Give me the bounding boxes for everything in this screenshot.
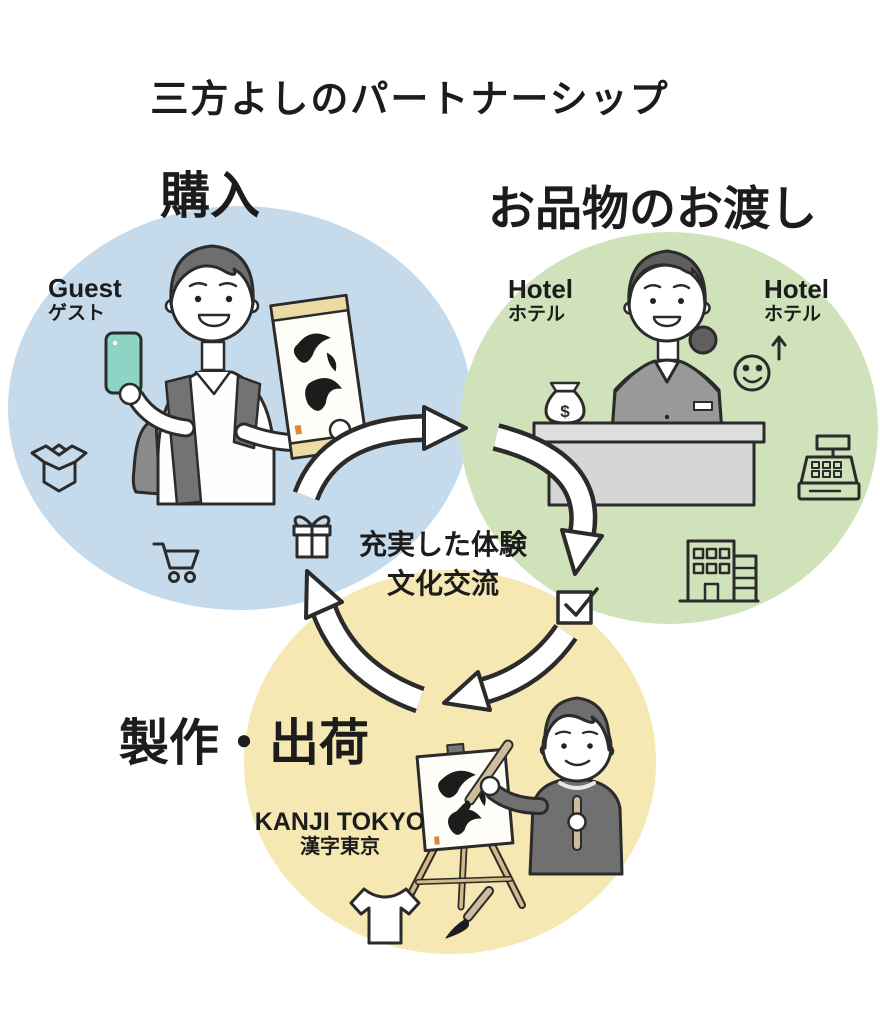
smartphone <box>104 331 143 395</box>
hotel-label-left-jp: ホテル <box>508 304 566 326</box>
backpack-side <box>131 420 162 496</box>
cycle-arrows <box>292 405 604 714</box>
hair-bun <box>688 325 718 355</box>
checkbox-icon <box>556 587 599 625</box>
gift-icon <box>292 515 332 559</box>
maker-label: KANJI TOKYO 漢字東京 <box>248 808 432 858</box>
hotel-label-right-jp: ホテル <box>764 304 822 326</box>
hotel-label-right-en: Hotel <box>764 274 829 304</box>
money-bag-icon <box>544 381 586 425</box>
guest-hair <box>169 244 255 306</box>
paintbrush-icon <box>445 886 494 939</box>
hotel-label-left: Hotel ホテル <box>508 274 573 326</box>
guest-circle-heading: 購入 <box>160 168 260 224</box>
page-title: 三方よしのパートナーシップ <box>150 79 670 121</box>
open-box-icon <box>30 443 88 493</box>
backpack-strap <box>164 374 203 506</box>
hotel-label-left-en: Hotel <box>508 274 573 304</box>
smiley-up-icon <box>733 335 787 392</box>
shopping-cart-icon <box>152 542 200 583</box>
guest-person-illustration <box>104 244 369 506</box>
receptionist-hair <box>627 249 707 308</box>
calligrapher-illustration <box>401 696 624 911</box>
maker-label-jp: 漢字東京 <box>300 836 380 858</box>
reception-counter-top <box>532 421 766 444</box>
center-benefit-line2: 文化交流 <box>386 567 499 599</box>
vest <box>610 359 724 435</box>
arrow-check-to-maker <box>442 623 578 712</box>
brush-tip <box>449 800 471 822</box>
guest-label-en: Guest <box>48 273 122 303</box>
cash-register-icon <box>797 434 861 501</box>
arrow-hotel-to-check <box>492 423 604 576</box>
center-benefit-text: 充実した体験 文化交流 <box>320 526 566 603</box>
building-icon <box>678 539 760 603</box>
tshirt-icon <box>349 887 421 945</box>
center-benefit-line1: 充実した体験 <box>358 529 527 560</box>
hotel-label-right: Hotel ホテル <box>764 274 829 326</box>
guest-label: Guest ゲスト <box>48 273 122 325</box>
money-symbol: $ <box>560 402 570 421</box>
maker-label-en: KANJI TOKYO <box>254 808 426 836</box>
hotel-circle-heading: お品物のお渡し <box>488 182 817 235</box>
name-tag <box>693 401 713 411</box>
calligrapher-hair <box>543 696 611 752</box>
arrow-maker-to-guest <box>304 569 425 714</box>
guest-label-jp: ゲスト <box>48 303 106 325</box>
arrow-guest-to-hotel <box>292 405 468 502</box>
maker-circle-heading: 製作・出荷 <box>119 715 369 771</box>
